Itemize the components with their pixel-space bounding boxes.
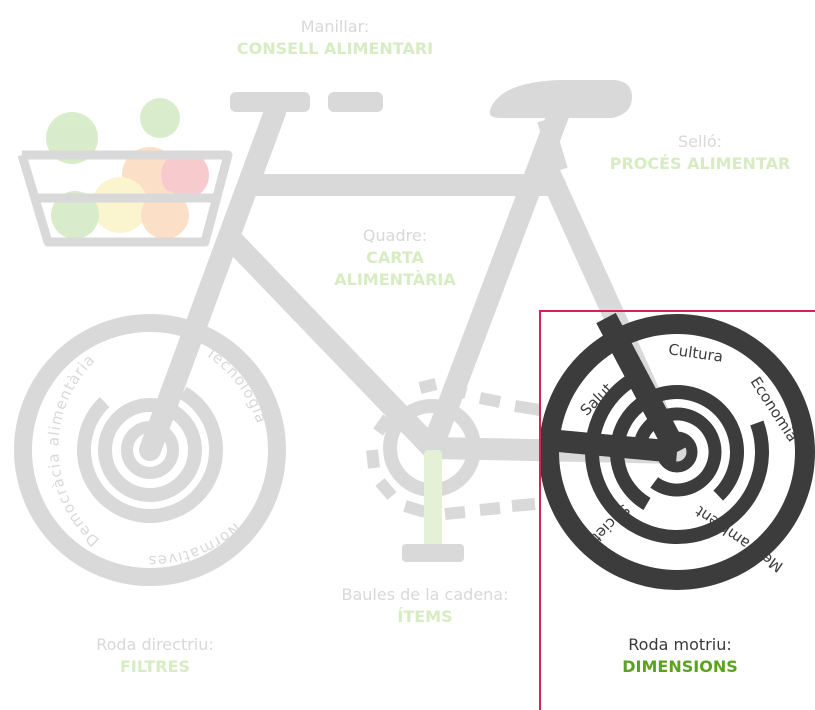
label-roda-motriu-part: Roda motriu:	[628, 635, 732, 654]
label-quadre-concept-line2: ALIMENTÀRIA	[334, 270, 456, 289]
active-frame-tubes	[546, 312, 687, 463]
label-sello: Selló: PROCÉS ALIMENTAR	[585, 131, 815, 175]
label-roda-directriu: Roda directriu: FILTRES	[55, 634, 255, 678]
pedal-crank	[424, 450, 442, 548]
basket	[46, 98, 209, 239]
label-manillar-concept: CONSELL ALIMENTARI	[236, 39, 434, 58]
chain-links	[366, 378, 541, 520]
front-wheel	[14, 314, 286, 586]
label-baules-part: Baules de la cadena:	[341, 585, 509, 604]
basket-frame	[17, 150, 233, 247]
label-roda-directriu-part: Roda directriu:	[96, 635, 214, 654]
label-quadre-part: Quadre:	[362, 226, 428, 245]
label-roda-motriu-concept: DIMENSIONS	[622, 657, 738, 676]
saddle	[489, 80, 632, 118]
label-roda-directriu-concept: FILTRES	[119, 657, 191, 676]
label-quadre: Quadre: CARTA ALIMENTÀRIA	[300, 225, 490, 291]
label-manillar-part: Manillar:	[300, 17, 370, 36]
highlight-frame	[539, 310, 815, 710]
label-manillar: Manillar: CONSELL ALIMENTARI	[190, 16, 480, 60]
label-roda-motriu: Roda motriu: DIMENSIONS	[580, 634, 780, 678]
label-sello-part: Selló:	[677, 132, 723, 151]
label-baules: Baules de la cadena: ÍTEMS	[305, 584, 545, 628]
seat-post	[537, 117, 568, 173]
label-sello-concept: PROCÉS ALIMENTAR	[609, 154, 791, 173]
label-quadre-concept-line1: CARTA	[366, 248, 424, 267]
label-baules-concept: ÍTEMS	[397, 607, 453, 626]
handlebar	[230, 92, 383, 112]
pedal	[402, 544, 464, 562]
